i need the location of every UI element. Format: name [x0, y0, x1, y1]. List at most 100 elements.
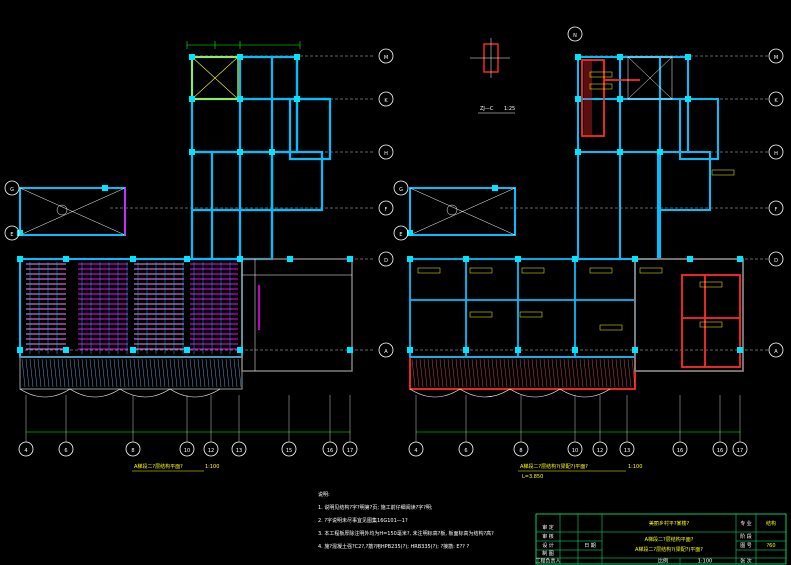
- left-structural-plan: M K H F D A G E 4 6 8 10 12 13 15 16 17 …: [4, 41, 394, 472]
- hatch-line: [117, 358, 122, 388]
- hatch-line: [45, 358, 50, 388]
- hatch-line: [25, 358, 30, 388]
- beam-tag: [699, 281, 723, 288]
- column-mark: [189, 54, 195, 60]
- column-mark: [617, 96, 623, 102]
- hatch-line: [539, 358, 544, 388]
- hatch-line: [547, 358, 552, 388]
- scale-label: 比例: [658, 558, 668, 565]
- column-mark: [17, 230, 23, 236]
- column-mark: [407, 347, 413, 353]
- svg-text:17: 17: [347, 448, 353, 454]
- column-mark: [63, 256, 69, 262]
- column-mark: [685, 54, 691, 60]
- left-plan-title: A梯段二?层结构平面?: [134, 463, 183, 470]
- hatch-line: [93, 358, 98, 388]
- detail-title: ZJ—C: [480, 106, 494, 112]
- beam-tag: [469, 311, 493, 318]
- hatch-line: [185, 358, 190, 388]
- hatch-line: [483, 358, 488, 388]
- axis-bubble-15: 15: [281, 395, 297, 457]
- svg-text:10: 10: [184, 448, 190, 454]
- column-mark: [237, 149, 243, 155]
- hatch-line: [619, 358, 624, 388]
- axis-bubble-f: F: [378, 200, 394, 216]
- hatch-line: [495, 358, 500, 388]
- column-mark: [737, 347, 743, 353]
- hatch-line: [511, 358, 516, 388]
- svg-text:8: 8: [519, 448, 522, 454]
- column-mark: [294, 54, 300, 60]
- hatch-line: [61, 358, 66, 388]
- svg-text:16: 16: [717, 448, 723, 454]
- detail-zj-c: ZJ—C 1:25: [470, 38, 515, 114]
- svg-text:4: 4: [414, 448, 417, 454]
- svg-text:N: N: [573, 33, 577, 39]
- hatch-line: [615, 358, 620, 388]
- hatch-line: [623, 358, 628, 388]
- right-ge-block: [409, 187, 516, 236]
- hatch-line: [423, 358, 428, 388]
- hatch-line: [137, 358, 142, 388]
- svg-text:A: A: [774, 349, 778, 355]
- column-mark: [189, 149, 195, 155]
- beam-tag: [589, 83, 613, 90]
- hatch-line: [65, 358, 70, 388]
- svg-text:D: D: [774, 258, 778, 264]
- tb-row-1: 审 定: [542, 524, 554, 531]
- hatch-line: [447, 358, 452, 388]
- hatch-line: [599, 358, 604, 388]
- hatch-line: [129, 358, 134, 388]
- tb-row-2: 审 核: [542, 533, 554, 540]
- axis-bubble-12: 12: [203, 395, 219, 457]
- left-top-dimension: [186, 41, 301, 49]
- hatch-line: [217, 358, 222, 388]
- svg-text:E: E: [10, 232, 13, 238]
- column-mark: [515, 256, 521, 262]
- hatch-line: [515, 358, 520, 388]
- beam-tag: [519, 311, 543, 318]
- drawing-title-1: A梯段二?层结构平面?: [645, 536, 694, 543]
- hatch-line: [53, 358, 58, 388]
- hatch-line: [141, 358, 146, 388]
- hatch-line: [551, 358, 556, 388]
- axis-bubble-17-right: 17: [732, 395, 748, 457]
- svg-text:4: 4: [24, 448, 27, 454]
- note-4: 4. 施?混凝土强?C2?,?筋?用HPB235(?); HRB335(?); …: [318, 543, 469, 550]
- column-mark: [347, 256, 353, 262]
- axis-bubble-e-right: E: [393, 225, 409, 241]
- axis-bubble-4-right: 4: [408, 395, 424, 457]
- axis-bubble-g: G: [4, 180, 20, 196]
- hatch-line: [41, 358, 46, 388]
- hatch-line: [491, 358, 496, 388]
- hatch-line: [503, 358, 508, 388]
- hatch-line: [133, 358, 138, 388]
- hatch-line: [587, 358, 592, 388]
- hatch-line: [487, 358, 492, 388]
- axis-bubble-m-right: M: [768, 48, 784, 64]
- column-mark: [685, 96, 691, 102]
- svg-text:16: 16: [327, 448, 333, 454]
- beam-tag: [469, 267, 493, 274]
- hatch-line: [411, 358, 416, 388]
- drawing-title-2: A梯段二?层结构?(梁配?)平面?: [635, 546, 703, 553]
- right-balcony-hatch: [411, 358, 636, 388]
- left-slab-rebar-pattern: [26, 262, 238, 354]
- date-label: 日 期: [584, 543, 596, 549]
- axis-bubble-10-right: 10: [567, 395, 583, 457]
- axis-bubble-17: 17: [342, 395, 358, 457]
- right-tower-beams: [577, 56, 719, 260]
- axis-bubble-h-right: H: [768, 144, 784, 160]
- column-mark: [269, 149, 275, 155]
- axis-bubble-a: A: [378, 342, 394, 358]
- svg-text:15: 15: [286, 448, 292, 454]
- hatch-line: [531, 358, 536, 388]
- svg-text:13: 13: [236, 448, 242, 454]
- tb-row-3: 设 计: [542, 542, 554, 549]
- scale-value: 1:100: [698, 559, 712, 565]
- column-mark: [687, 256, 693, 262]
- svg-text:G: G: [10, 187, 14, 193]
- beam-tag: [589, 267, 613, 274]
- right-red-beams: [409, 59, 741, 390]
- svg-text:6: 6: [464, 448, 467, 454]
